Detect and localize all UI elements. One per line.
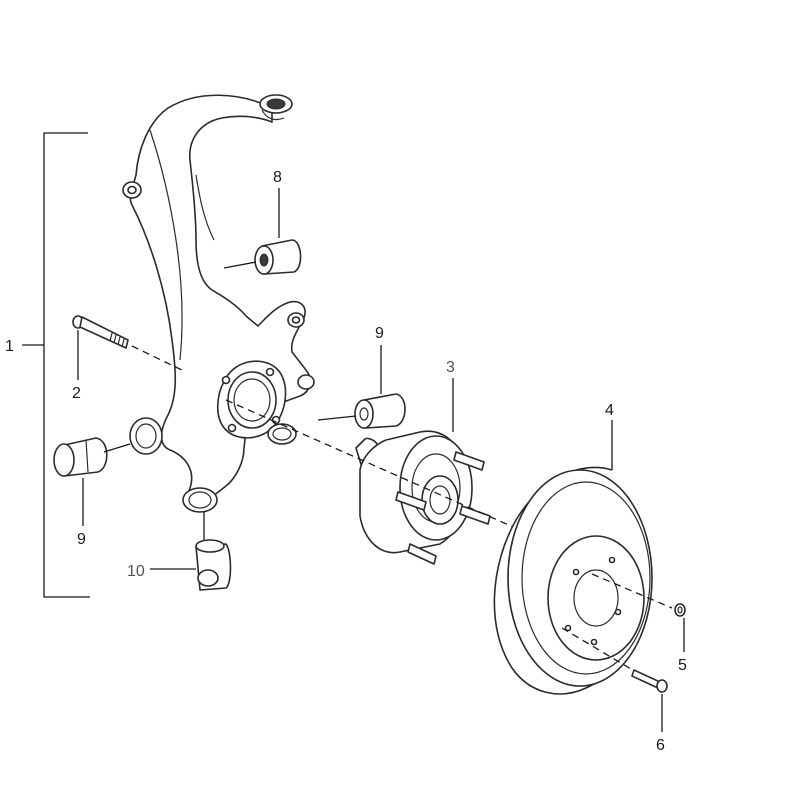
- leader-9-lower-arrow: [103, 443, 131, 453]
- hub-axis-line: [225, 399, 521, 531]
- assembly-bracket: [22, 132, 90, 598]
- callout-5: 5: [678, 657, 687, 674]
- disc-axis-line: [591, 573, 673, 609]
- callout-3: 3: [446, 359, 455, 376]
- wheel-hub-bearing: [355, 430, 491, 565]
- disc-screw-long: [631, 669, 668, 693]
- callout-10: 10: [127, 563, 145, 580]
- leader-9-upper-arrow: [317, 415, 357, 421]
- callout-6: 6: [656, 737, 665, 754]
- disc-screw-line: [561, 627, 637, 673]
- callout-2: 2: [72, 385, 81, 402]
- ring-left: [129, 417, 163, 455]
- bushing-upper-right: [354, 393, 406, 429]
- callout-9-upper: 9: [375, 325, 384, 342]
- bushing-upper: [254, 239, 302, 275]
- brake-disc: [493, 466, 653, 695]
- bushing-bottom: [195, 539, 232, 591]
- disc-screw-small: [674, 603, 686, 617]
- knuckle-bolt: [72, 315, 129, 349]
- callout-9-lower: 9: [77, 531, 86, 548]
- bolt-axis-line: [131, 345, 187, 373]
- leader-8-arrow: [223, 261, 257, 269]
- callout-8: 8: [273, 169, 282, 186]
- callout-1: 1: [5, 338, 14, 355]
- callout-4: 4: [605, 402, 614, 419]
- bushing-left: [53, 437, 108, 477]
